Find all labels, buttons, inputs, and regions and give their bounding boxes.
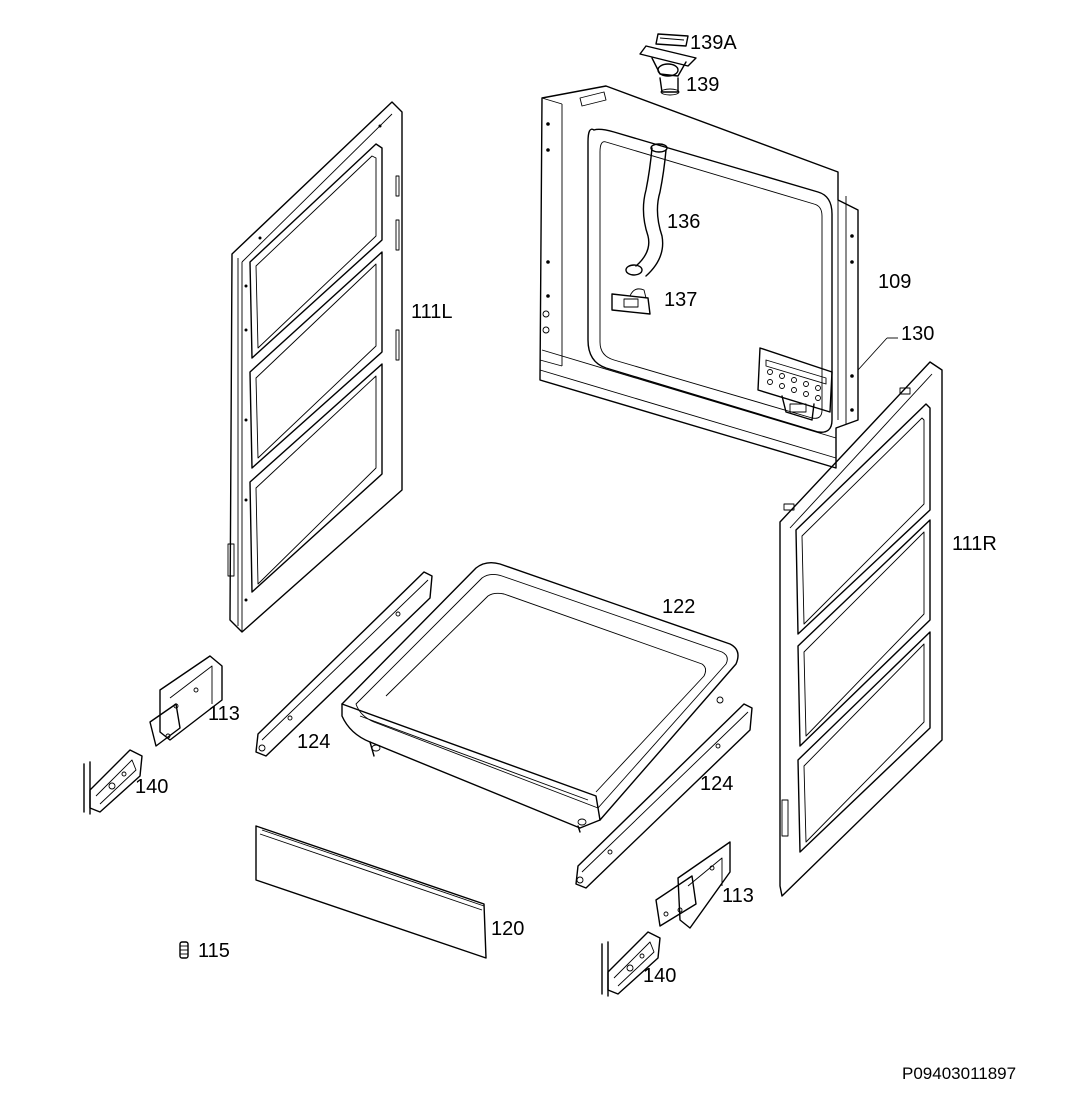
label-124-left: 124 <box>297 731 331 753</box>
part-111r-right-side-panel <box>779 361 943 897</box>
part-136-hose <box>625 143 668 277</box>
part-122-drawer-tray <box>341 561 739 833</box>
label-139a: 139A <box>690 32 737 54</box>
label-113-left: 113 <box>208 703 240 725</box>
label-140-right: 140 <box>643 965 677 987</box>
part-130-cover-plate <box>757 337 898 421</box>
part-124-runner-left <box>255 571 433 757</box>
part-113-bracket-right <box>655 841 731 929</box>
part-139a-clip <box>655 33 689 47</box>
part-139-holder <box>639 45 697 96</box>
label-115: 115 <box>198 940 230 962</box>
document-code: P09403011897 <box>902 1064 1017 1083</box>
label-122: 122 <box>662 596 696 618</box>
label-140-left: 140 <box>135 776 169 798</box>
label-136: 136 <box>667 211 701 233</box>
label-139: 139 <box>686 74 720 96</box>
label-113-right: 113 <box>722 885 754 907</box>
part-140-hinge-left <box>83 749 143 815</box>
part-137-gasket <box>611 288 651 315</box>
label-109: 109 <box>878 271 912 293</box>
label-111r: 111R <box>952 533 997 555</box>
part-140-hinge-right <box>601 931 661 997</box>
label-120: 120 <box>491 918 525 940</box>
label-124-right: 124 <box>700 773 734 795</box>
part-109-back-panel <box>539 85 859 469</box>
label-130: 130 <box>901 323 935 345</box>
part-120-drawer-front <box>255 825 487 959</box>
part-115-bumper <box>179 941 189 959</box>
label-111l: 111L <box>411 301 453 323</box>
part-111l-left-side-panel <box>227 101 403 633</box>
part-124-runner-right <box>575 703 753 889</box>
part-113-bracket-left <box>149 655 223 747</box>
label-137: 137 <box>664 289 698 311</box>
